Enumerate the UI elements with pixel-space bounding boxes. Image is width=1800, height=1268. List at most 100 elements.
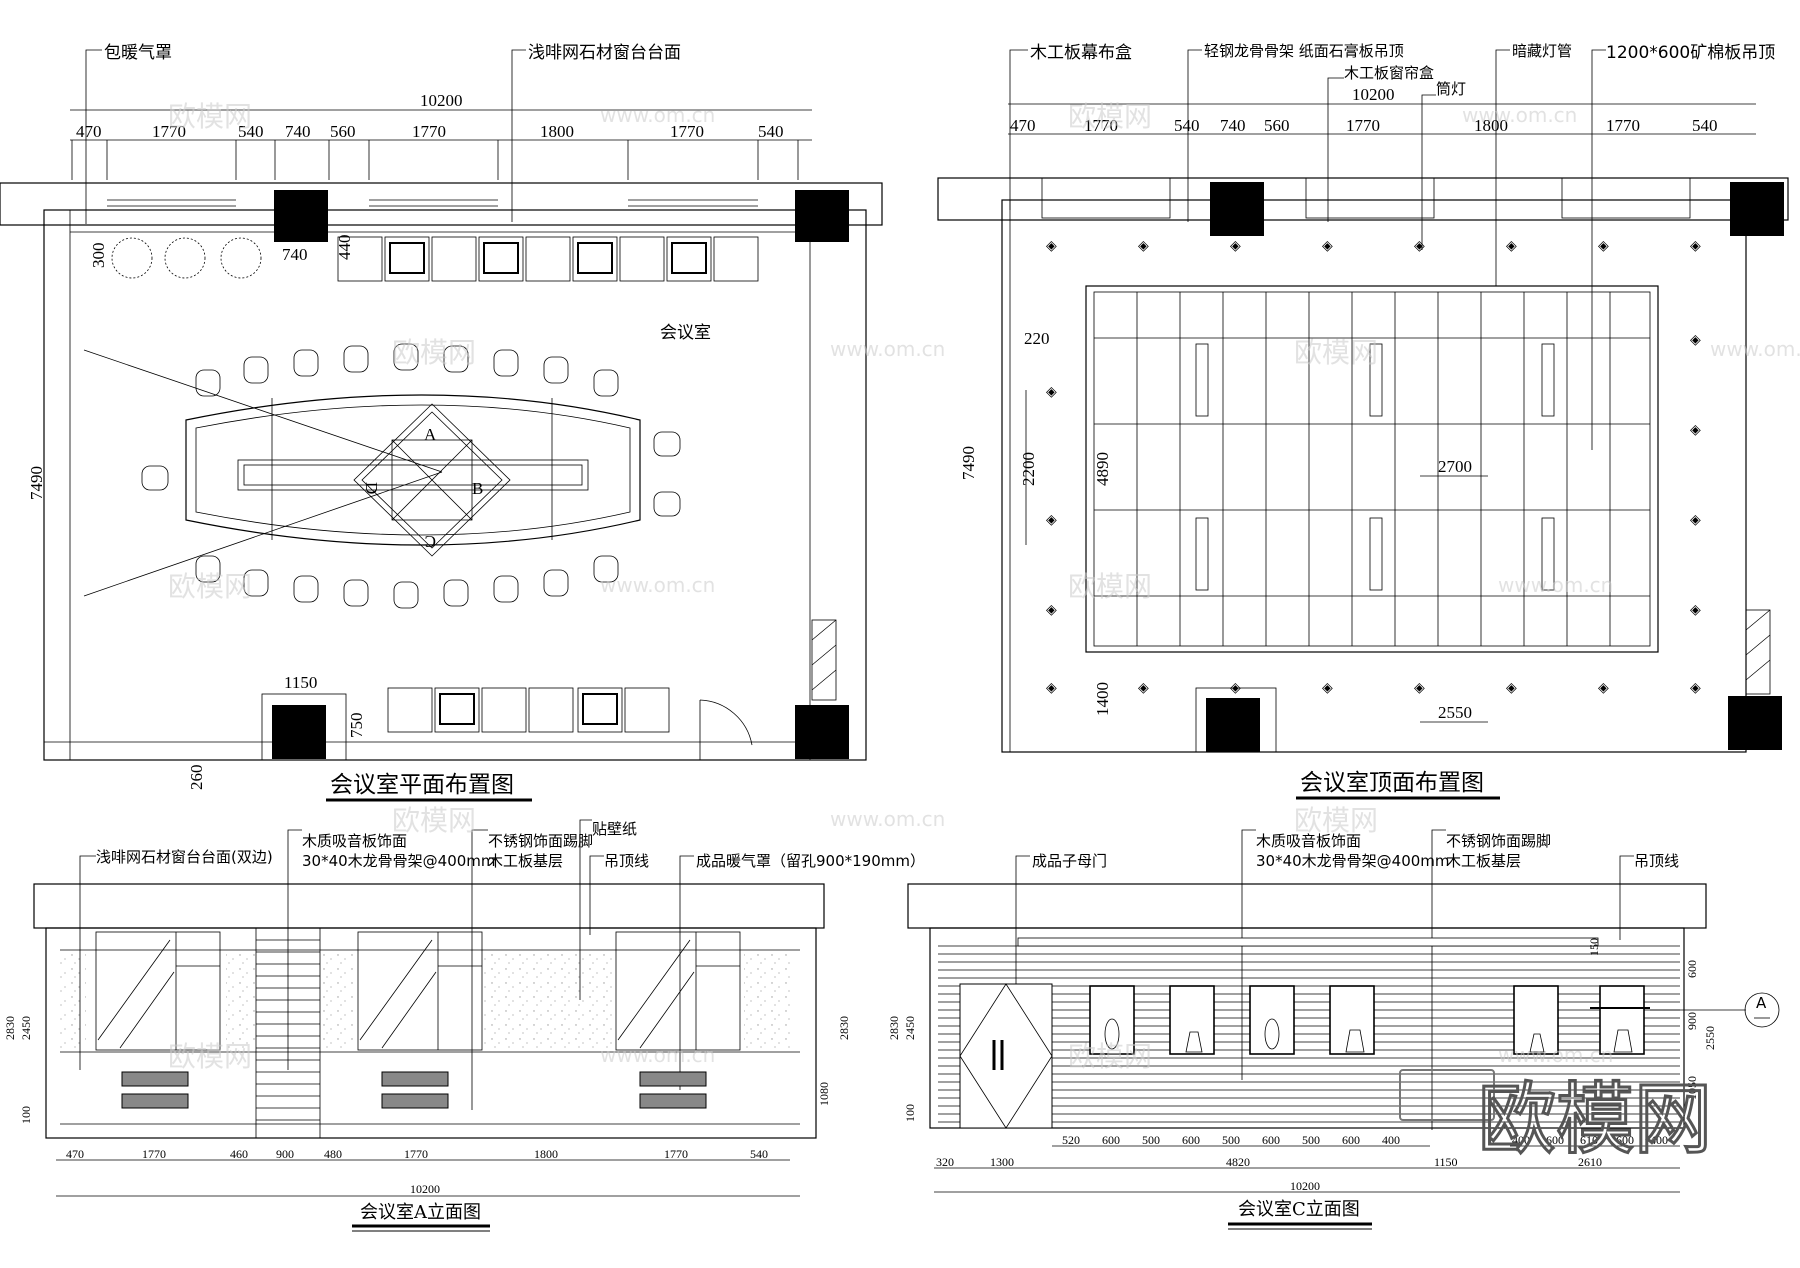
column: [1730, 182, 1784, 236]
table-letter: B: [472, 479, 483, 498]
watermark: 欧模网: [1068, 570, 1152, 603]
annotation: 吊顶线: [1634, 852, 1679, 870]
annotation: 木质吸音板饰面: [1256, 832, 1361, 850]
dim: 1050: [1685, 1076, 1699, 1100]
annotation: 筒灯: [1436, 80, 1466, 98]
dim: 1770: [670, 122, 704, 141]
annotation: 暗藏灯管: [1512, 42, 1572, 60]
watermark: www.om.cn: [1498, 573, 1613, 597]
dim: 750: [347, 713, 366, 739]
watermark: www.om.cn: [1710, 337, 1800, 361]
annotation: 轻钢龙骨骨架 纸面石膏板吊顶: [1204, 42, 1404, 60]
ceiling-grid: 2700 4890: [1085, 285, 1659, 653]
dim: 2830: [887, 1016, 901, 1040]
dim: 4820: [1226, 1155, 1250, 1169]
dim: 900: [276, 1147, 294, 1161]
dim: 540: [238, 122, 264, 141]
svg-text:◈: ◈: [1414, 238, 1425, 254]
dim: 1770: [412, 122, 446, 141]
dim-overall-width: 10200: [410, 1182, 440, 1196]
svg-text:◈: ◈: [1690, 238, 1701, 254]
dim: 1300: [990, 1155, 1014, 1169]
dim: 400: [1382, 1133, 1400, 1147]
svg-text:◈: ◈: [1690, 332, 1701, 348]
svg-text:◈: ◈: [1138, 680, 1149, 696]
dim: 740: [1220, 116, 1246, 135]
annotation-radiator-cover: 包暖气罩: [104, 43, 172, 63]
svg-text:◈: ◈: [1690, 512, 1701, 528]
annotation: 成品暖气罩（留孔900*190mm）: [696, 852, 925, 870]
plan-title: 会议室平面布置图: [330, 772, 514, 798]
hatched-column: [811, 619, 837, 701]
dim-overall-width: 10200: [420, 91, 463, 110]
watermark: 欧模网: [168, 100, 252, 133]
dim: 540: [758, 122, 784, 141]
svg-text:◈: ◈: [1690, 680, 1701, 696]
room-label: 会议室: [660, 323, 711, 343]
dim: 320: [936, 1155, 954, 1169]
dim: 610: [1580, 1133, 1598, 1147]
dim: 500: [1302, 1133, 1320, 1147]
annotation: 木工板幕布盒: [1030, 43, 1132, 63]
window: [95, 931, 221, 1051]
table-letter: A: [424, 425, 437, 444]
watermark: www.om.cn: [600, 103, 715, 127]
section-marker: A: [1744, 992, 1780, 1028]
annotation: 30*40木龙骨骨架@400mm: [1256, 852, 1450, 870]
column: [1728, 696, 1782, 750]
elevation-a-title: 会议室A立面图: [360, 1202, 481, 1223]
dim: 1770: [404, 1147, 428, 1161]
radiator-grilles: [121, 1071, 707, 1109]
watermark: 欧模网: [1068, 1040, 1152, 1073]
watermark: www.om.cn: [1498, 1043, 1613, 1067]
dim: 1800: [1474, 116, 1508, 135]
dim: 1400: [1093, 682, 1112, 716]
downlights: ◈◈◈◈ ◈◈◈◈ ◈◈◈◈ ◈◈◈ ◈◈◈◈ ◈◈◈◈: [1046, 238, 1701, 696]
dim: 600: [1546, 1133, 1564, 1147]
dim: 400: [1512, 1133, 1530, 1147]
column: [795, 705, 849, 759]
annotation: 吊顶线: [604, 852, 649, 870]
table-letter: D: [362, 482, 381, 494]
annotation: 不锈钢饰面踢脚: [1446, 832, 1551, 850]
section-letter: A: [1756, 994, 1767, 1012]
dim: 1800: [540, 122, 574, 141]
watermark: 欧模网: [168, 570, 252, 603]
dim: 4890: [1093, 452, 1112, 486]
watermark: 欧模网: [392, 336, 476, 369]
elevation-c-title: 会议室C立面图: [1238, 1199, 1360, 1220]
dim: 470: [76, 122, 102, 141]
dim: 1770: [142, 1147, 166, 1161]
dim: 1770: [1084, 116, 1118, 135]
dim: 1770: [1606, 116, 1640, 135]
watermark: 欧模网: [1068, 100, 1152, 133]
svg-text:◈: ◈: [1046, 384, 1057, 400]
watermark: 欧模网: [168, 1040, 252, 1073]
dim: 100: [903, 1104, 917, 1122]
svg-text:◈: ◈: [1506, 680, 1517, 696]
annotation: 木质吸音板饰面: [302, 832, 407, 850]
annotation: 浅啡网石材窗台台面(双边): [96, 848, 273, 866]
svg-text:◈: ◈: [1322, 680, 1333, 696]
dim: 300: [89, 243, 108, 269]
dim: 600: [1342, 1133, 1360, 1147]
dim-overall-width: 10200: [1352, 85, 1395, 104]
dim: 2830: [3, 1016, 17, 1040]
svg-text:◈: ◈: [1506, 238, 1517, 254]
dim: 1150: [284, 673, 317, 692]
dim: 1800: [534, 1147, 558, 1161]
dim: 260: [187, 765, 206, 791]
annotation: 木工板基层: [1446, 852, 1521, 870]
svg-text:◈: ◈: [1414, 680, 1425, 696]
column: [272, 705, 326, 759]
chairs: [141, 343, 681, 609]
svg-text:◈: ◈: [1046, 512, 1057, 528]
display-niches: [1089, 985, 1645, 1055]
annotation: 贴壁纸: [592, 820, 637, 838]
annotation-stone-sill: 浅啡网石材窗台台面: [528, 43, 681, 63]
dim: 540: [750, 1147, 768, 1161]
dim: 600: [1102, 1133, 1120, 1147]
dim-overall-height: 7490: [27, 466, 46, 500]
top-dims: 470 1770 540 740 560 1770 1800 1770 540: [76, 122, 784, 141]
